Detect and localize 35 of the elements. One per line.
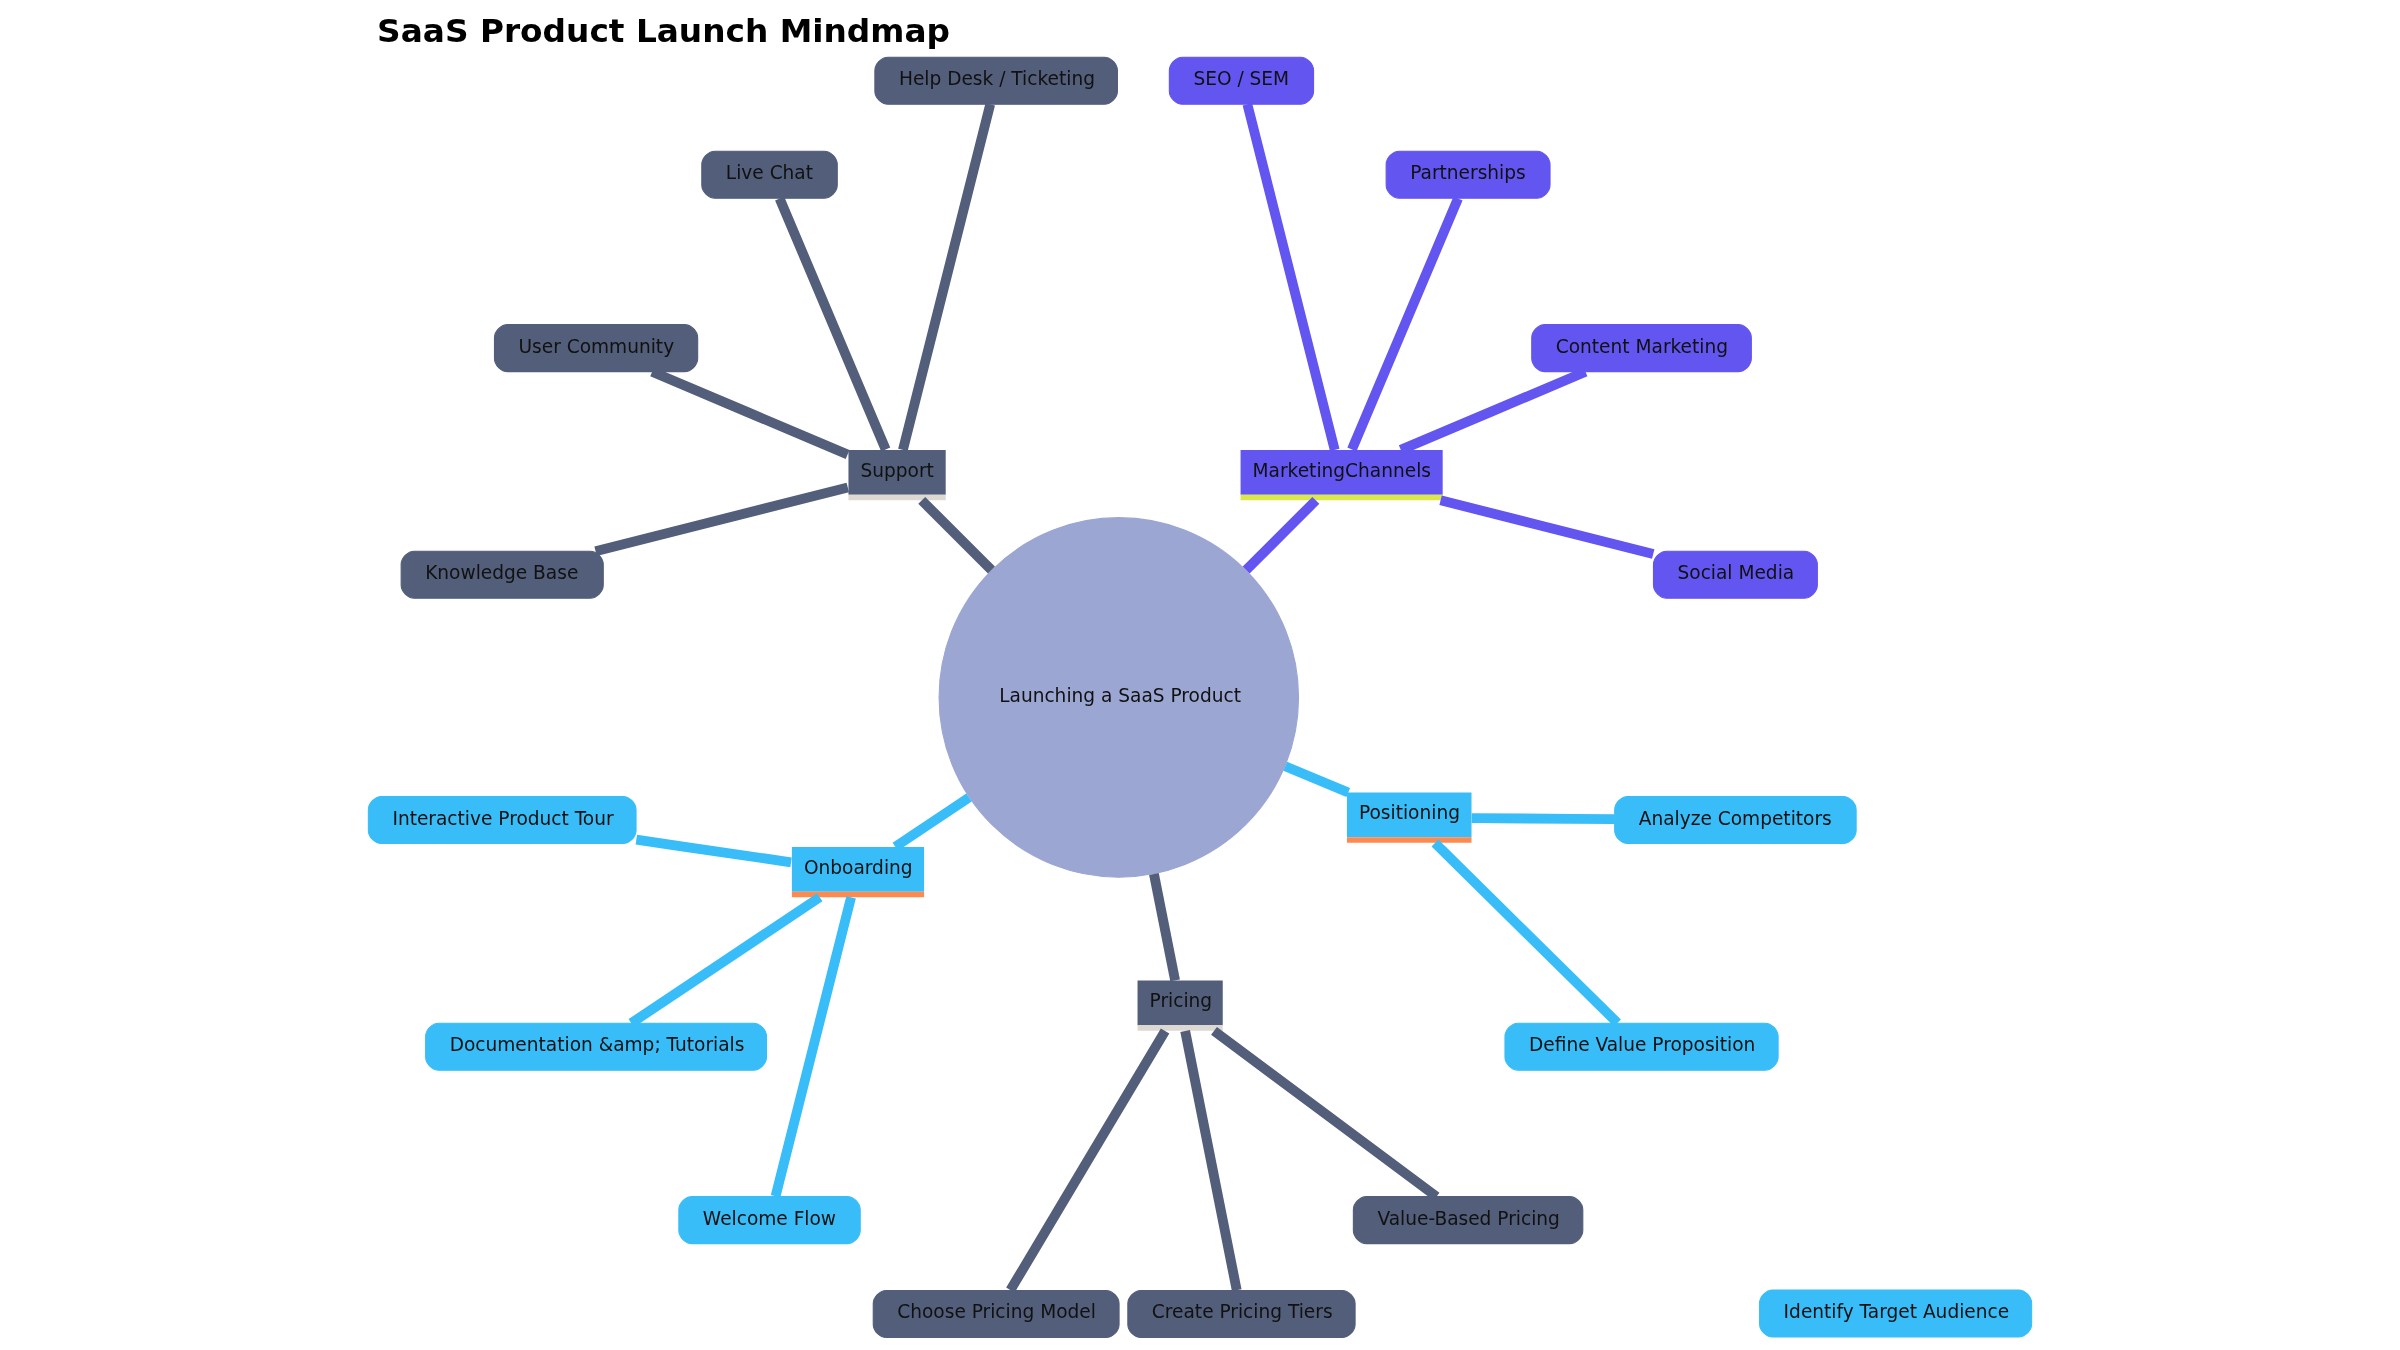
node-box: Content Marketing xyxy=(1531,324,1752,373)
connector xyxy=(1180,1029,1242,1292)
connector xyxy=(1283,761,1351,797)
connector xyxy=(918,496,995,574)
connector xyxy=(1431,839,1621,1027)
connector xyxy=(898,103,995,452)
node-circle: Launching a SaaS Product xyxy=(938,517,1300,878)
connector xyxy=(1242,103,1340,452)
connector xyxy=(1242,496,1320,574)
connector xyxy=(775,196,891,452)
node-box: Define Value Proposition xyxy=(1504,1022,1779,1071)
connector xyxy=(770,896,856,1198)
node-box: Interactive Product Tour xyxy=(367,796,637,845)
connector xyxy=(1439,495,1655,559)
connector xyxy=(1471,813,1615,825)
node-box: Value-Based Pricing xyxy=(1352,1196,1584,1245)
node-box: Welcome Flow xyxy=(678,1196,861,1245)
connector xyxy=(1347,196,1463,452)
node-box: User Community xyxy=(493,324,699,373)
connector xyxy=(594,482,849,556)
connector xyxy=(1006,1028,1170,1293)
node-box: Identify Target Audience xyxy=(1759,1289,2033,1338)
node-box: Analyze Competitors xyxy=(1614,796,1857,845)
node-box: Create Pricing Tiers xyxy=(1127,1289,1356,1339)
node-box: Knowledge Base xyxy=(400,550,604,599)
node-box: Choose Pricing Model xyxy=(872,1289,1120,1339)
node-box: Documentation &amp; Tutorials xyxy=(425,1022,768,1071)
node-box: Live Chat xyxy=(701,150,838,199)
node-box: SEO / SEM xyxy=(1168,56,1315,105)
connector xyxy=(635,834,792,868)
node-box: Help Desk / Ticketing xyxy=(874,56,1118,105)
node-box: Partnerships xyxy=(1385,150,1551,199)
node-box: Social Media xyxy=(1652,550,1818,599)
connector xyxy=(1149,873,1180,982)
diagram-title: SaaS Product Launch Mindmap xyxy=(377,12,951,51)
